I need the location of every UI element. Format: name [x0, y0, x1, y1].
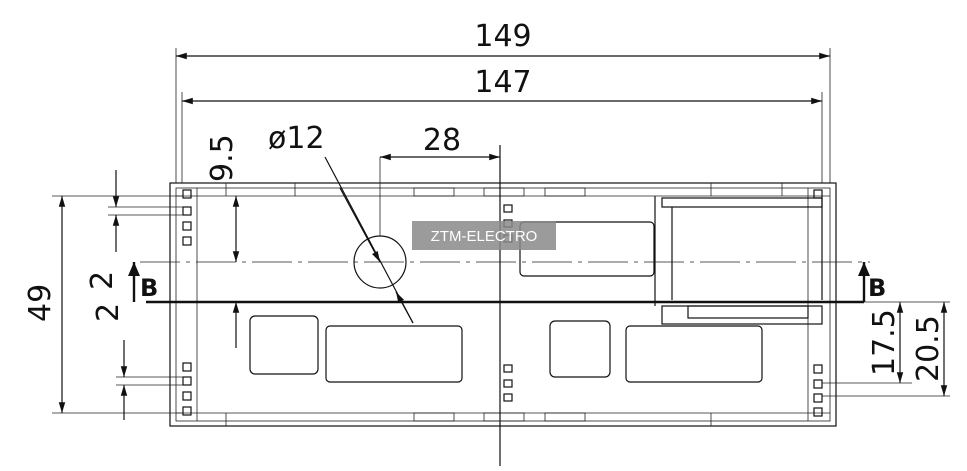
- dim-17-5-label: 17.5: [867, 309, 902, 376]
- dim-147-label: 147: [474, 65, 531, 100]
- dimension-28: 28: [380, 123, 500, 161]
- watermark: ZTM-ELECTRO: [412, 221, 556, 250]
- housing-outline: [169, 182, 837, 427]
- dimension-9-5: 9.5: [205, 134, 240, 348]
- dim-diameter-label: ø12: [268, 121, 325, 156]
- dimension-20-5: 20.5: [822, 301, 950, 397]
- section-left-label: B: [140, 274, 158, 302]
- dim-2-upper-label: 2: [85, 271, 120, 290]
- section-marker-left: B: [128, 262, 158, 302]
- dimension-17-5: 17.5: [822, 302, 912, 384]
- dim-2-lower-label: 2: [91, 303, 126, 322]
- dim-149-label: 149: [474, 19, 531, 54]
- right-compartment: [654, 196, 823, 325]
- dim-49-label: 49: [23, 284, 58, 322]
- dimension-diameter: ø12: [268, 121, 325, 156]
- left-terminal-pins: [182, 189, 192, 416]
- dim-9-5-label: 9.5: [205, 134, 240, 182]
- dimension-2-lower: 2: [91, 303, 183, 420]
- dimension-147: 147: [181, 65, 823, 183]
- section-marker-right: B: [858, 262, 886, 302]
- right-terminal-pins: [813, 189, 823, 417]
- section-right-label: B: [868, 274, 886, 302]
- dim-20-5-label: 20.5: [911, 315, 946, 382]
- dimension-2-upper: 2: [85, 170, 183, 290]
- watermark-text: ZTM-ELECTRO: [431, 228, 538, 245]
- mounting-hole: [324, 156, 414, 324]
- center-lines: [140, 145, 870, 466]
- dim-28-label: 28: [423, 123, 461, 158]
- cutout-windows: [249, 221, 763, 383]
- dimension-49: 49: [23, 195, 183, 414]
- dimension-149: 149: [175, 19, 831, 183]
